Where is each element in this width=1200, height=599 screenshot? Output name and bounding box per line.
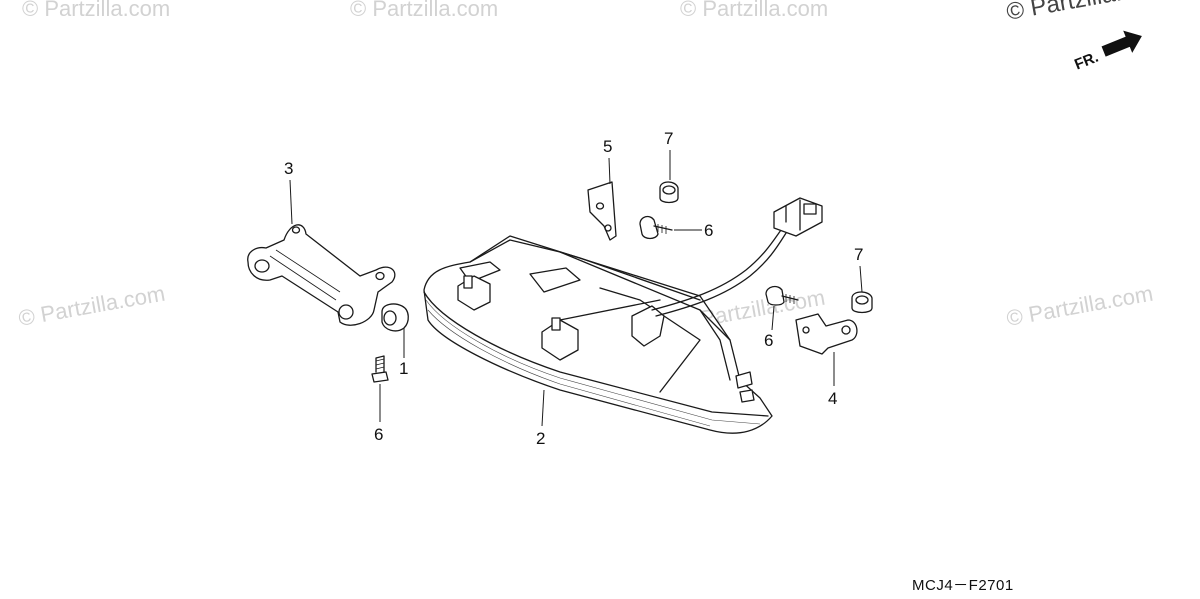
watermark-top-2: © Partzilla.com [350, 0, 498, 21]
watermark-top-3: © Partzilla.com [680, 0, 828, 21]
watermark-mid-left: © Partzilla.com [17, 281, 167, 331]
part-7-nut-top [659, 181, 679, 204]
callout-7-top: 7 [664, 129, 673, 148]
callout-7-right: 7 [854, 245, 863, 264]
front-direction-arrow-icon: FR. [1072, 30, 1142, 74]
part-7-nut-right [851, 291, 873, 314]
watermark-top-right: © Partzilla.com [1004, 0, 1168, 26]
part-5-small-bracket [587, 181, 617, 241]
callout-6-left: 6 [374, 425, 383, 444]
diagram-part-code: MCJ4－F2701 [912, 577, 1014, 594]
front-direction-label: FR. [1072, 49, 1101, 74]
callout-5: 5 [603, 137, 612, 156]
callout-3: 3 [284, 159, 293, 178]
part-2-tail-light-assembly [423, 197, 823, 434]
callout-6-top: 6 [704, 221, 713, 240]
callout-4: 4 [828, 389, 837, 408]
callout-2: 2 [536, 429, 545, 448]
part-1-grommet [381, 303, 409, 332]
part-6-screw-right [765, 285, 799, 306]
callout-6-right: 6 [764, 331, 773, 350]
part-3-left-bracket [247, 224, 396, 326]
part-6-screw-top [639, 215, 673, 240]
callout-1: 1 [399, 359, 408, 378]
part-6-screw-left [371, 355, 389, 383]
watermark-mid-right: © Partzilla.com [1005, 281, 1155, 331]
watermark-top-1: © Partzilla.com [22, 0, 170, 21]
part-4-right-bracket [795, 313, 858, 355]
